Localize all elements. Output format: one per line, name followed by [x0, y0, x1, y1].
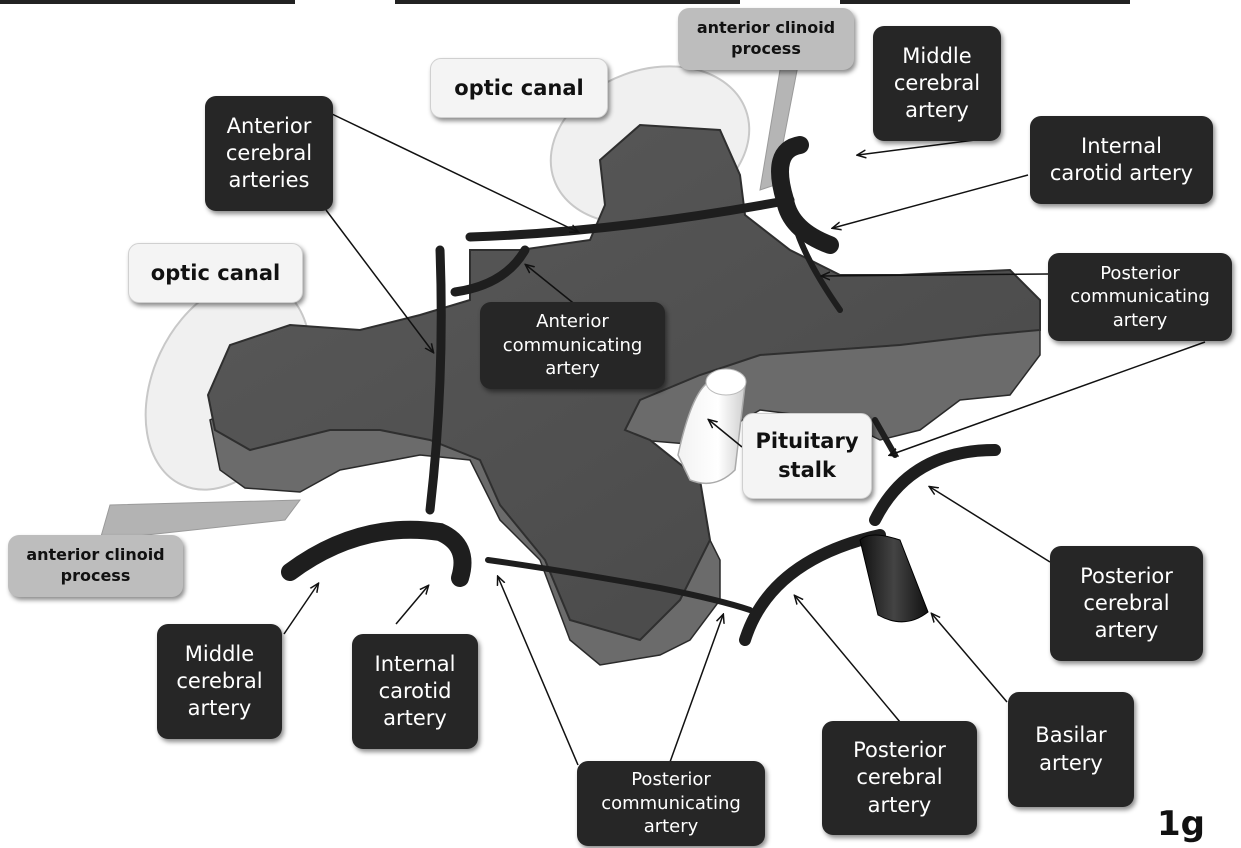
anterior-communicating-loop	[450, 245, 530, 297]
pituitary-stalk-label: Pituitary stalk	[742, 413, 872, 499]
anterior-cerebral-artery-left	[425, 245, 446, 515]
middle-cerebral-artery-left-shape	[281, 520, 472, 587]
top-edge-band	[395, 0, 740, 4]
posterior-communicating-right	[792, 222, 843, 313]
anterior-clinoid-process-label-right: anterior clinoid process	[678, 8, 854, 70]
top-edge-band	[840, 0, 1130, 4]
posterior-communicating-artery-label-right: Posterior communicating artery	[1048, 253, 1232, 341]
posterior-communicating-bottom	[485, 557, 753, 613]
anterior-communicating-artery-label: Anterior communicating artery	[480, 302, 665, 389]
internal-carotid-artery-label-left: Internal carotid artery	[352, 634, 478, 749]
pointer-arrows	[283, 113, 1206, 766]
middle-cerebral-artery-label-right: Middle cerebral artery	[873, 26, 1001, 141]
posterior-communicating-artery-label-bottom: Posterior communicating artery	[577, 761, 765, 846]
anterior-cerebral-arteries-label: Anterior cerebral arteries	[205, 96, 333, 211]
optic-canal-label-right: optic canal	[430, 58, 608, 118]
vessel-network	[281, 136, 1001, 646]
posterior-cerebral-artery-label-right: Posterior cerebral artery	[1050, 546, 1203, 661]
posterior-cerebral-artery-label-bottom: Posterior cerebral artery	[822, 721, 977, 835]
top-edge-band	[0, 0, 295, 4]
posterior-cerebral-artery-shape	[739, 529, 886, 646]
basilar-artery-label: Basilar artery	[1008, 692, 1134, 807]
basilar-artery-shape	[859, 534, 929, 623]
optic-canal-label-left: optic canal	[128, 243, 303, 303]
figure-label: 1g	[1157, 804, 1205, 844]
anterior-clinoid-process-left	[99, 499, 302, 541]
posterior-cerebral-artery-right-shape	[869, 444, 1001, 526]
anterior-clinoid-process-label-left: anterior clinoid process	[8, 535, 183, 597]
internal-carotid-artery-label-right: Internal carotid artery	[1030, 116, 1213, 204]
middle-cerebral-artery-label-left: Middle cerebral artery	[157, 624, 282, 739]
anterior-cerebral-artery-right	[465, 195, 795, 242]
internal-carotid-right-shape	[771, 136, 839, 254]
